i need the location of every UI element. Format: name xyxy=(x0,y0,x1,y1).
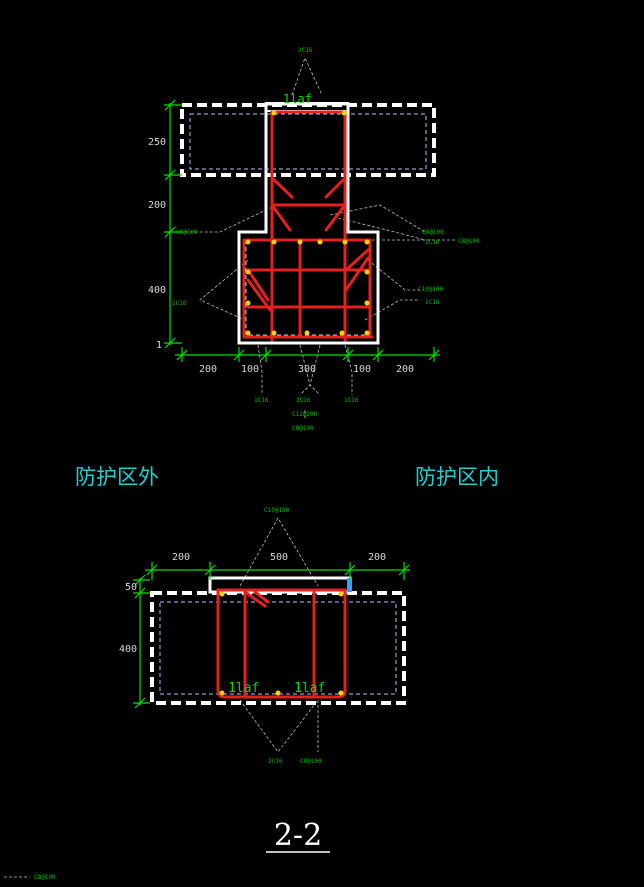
note-lower-top: C10@150 xyxy=(264,507,290,514)
note-right-b: 1C16 xyxy=(425,239,440,246)
dim-bottom-1: 200 xyxy=(199,364,217,375)
dim-bottom-2: 100 xyxy=(241,364,259,375)
dim-left-1: 250 xyxy=(148,137,166,148)
dim-bottom-5: 200 xyxy=(396,364,414,375)
note-bottom-b: 2C16 xyxy=(296,397,311,404)
dim-texts-lower-top: 200 500 200 xyxy=(172,552,386,563)
note-top-bar: 2C16 xyxy=(298,47,313,54)
dimension-lines-lower xyxy=(133,562,410,709)
note-right-d: C10@100 xyxy=(418,286,444,293)
mark-lower-left: 1laf xyxy=(228,681,259,696)
dimension-lines-top xyxy=(164,99,440,362)
rebar-top xyxy=(242,110,374,342)
notes-top: 2C16 C8@100 1C16 C8@100 C10@100 1C16 C8@… xyxy=(172,47,480,432)
label-inside: 防护区内 xyxy=(415,465,499,489)
dim-texts-bottom: 200 100 300 100 200 xyxy=(199,364,414,375)
inner-dashed-top xyxy=(189,113,427,336)
highlight-mark xyxy=(347,578,352,592)
section-title: 2-2 xyxy=(274,818,322,853)
note-right-c: C8@100 xyxy=(458,238,480,245)
note-bottom-a: 1C16 xyxy=(254,397,269,404)
rebar-dots-top xyxy=(245,110,370,336)
dim-left-4: 1 xyxy=(156,340,162,351)
mark-lower-right: 1laf xyxy=(294,681,325,696)
inner-dashed-lower xyxy=(159,601,397,695)
corner-note: C8@100 xyxy=(34,874,56,881)
note-lower-bottom-a: 2C16 xyxy=(268,758,283,765)
rebar-lower xyxy=(216,588,347,699)
dim-bottom-4: 100 xyxy=(353,364,371,375)
top-section: 250 200 400 1 200 100 300 100 200 2C16 C… xyxy=(148,47,480,432)
section-title-group: 2-2 xyxy=(266,818,330,853)
note-bottom-c: C12@200 xyxy=(292,411,318,418)
note-lower-bottom-b: C8@100 xyxy=(300,758,322,765)
leader-lines-top xyxy=(175,56,455,420)
note-bottom-e: 1C16 xyxy=(344,397,359,404)
note-right-e: 1C16 xyxy=(425,299,440,306)
dim-lower-left-1: 50 xyxy=(125,582,137,593)
label-outside: 防护区外 xyxy=(75,465,159,489)
leader-lines-lower xyxy=(239,517,319,753)
dim-lower-top-1: 200 xyxy=(172,552,190,563)
lower-section: 200 500 200 50 400 C10@150 2C16 C8@100 1… xyxy=(119,507,410,765)
dim-texts-left: 250 200 400 1 xyxy=(148,137,166,351)
dim-texts-lower-left: 50 400 xyxy=(119,582,137,655)
dim-bottom-3: 300 xyxy=(298,364,316,375)
corner-note-group: C8@100 xyxy=(4,874,56,881)
note-left-b: 1C16 xyxy=(172,300,187,307)
rebar-dots-lower xyxy=(219,591,344,696)
dim-left-3: 400 xyxy=(148,285,166,296)
note-right-a: C8@100 xyxy=(422,229,444,236)
dim-lower-left-2: 400 xyxy=(119,644,137,655)
note-bottom-d: C8@100 xyxy=(292,425,314,432)
dim-left-2: 200 xyxy=(148,200,166,211)
dim-lower-top-2: 500 xyxy=(270,552,288,563)
concrete-outline-lower xyxy=(150,576,406,705)
mark-top: 1laf xyxy=(283,92,312,106)
dim-lower-top-3: 200 xyxy=(368,552,386,563)
note-left-a: C8@100 xyxy=(176,229,198,236)
notes-lower: C10@150 2C16 C8@100 xyxy=(264,507,322,765)
